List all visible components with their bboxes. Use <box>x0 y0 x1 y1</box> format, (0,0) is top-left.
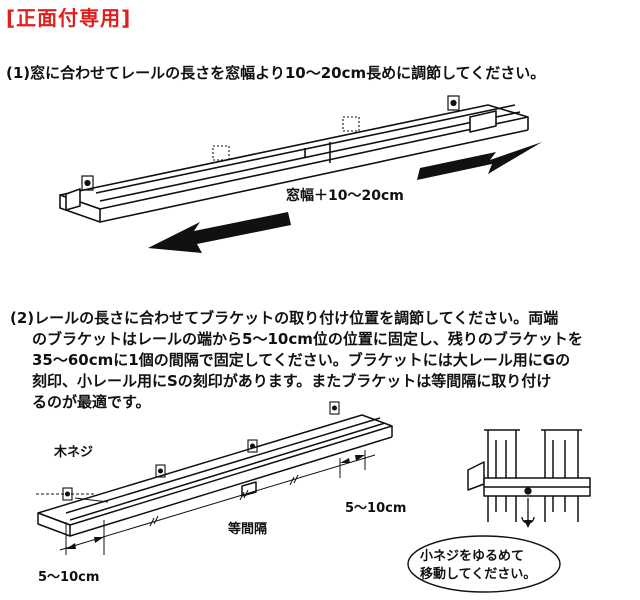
step-2-line-2: のブラケットはレールの端から5～10cm位の位置に固定し、残りのブラケットを <box>32 330 583 348</box>
bracket-marker-3 <box>212 145 230 161</box>
step-2-line-1: (2)レールの長さに合わせてブラケットの取り付け位置を調節してください。両端 <box>10 309 559 327</box>
bracket-adjust-note: 小ネジをゆるめて 移動してください。 <box>420 548 536 584</box>
arrow-left-icon <box>148 212 291 253</box>
window-width-label: 窓幅＋10～20cm <box>286 188 404 204</box>
left-gap-label: 5～10cm <box>38 570 100 585</box>
step-2-line-3: 35～60cmに1個の間隔で固定してください。ブラケットには大レール用にGの <box>32 351 571 369</box>
note-line-2: 移動してください。 <box>420 567 537 582</box>
rail-2 <box>37 414 393 537</box>
note-line-1: 小ネジをゆるめて <box>420 549 525 564</box>
bracket-detail <box>467 429 591 522</box>
spacing-tick-marks <box>149 474 299 527</box>
wood-screw-label: 木ネジ <box>54 445 94 460</box>
page-title: [正面付専用] <box>6 6 132 30</box>
step-2-line-5: るのが最適です。 <box>32 393 151 411</box>
bracket-marker-7 <box>247 439 258 453</box>
dimension-lines <box>36 450 376 555</box>
equal-spacing-label: 等間隔 <box>228 522 268 537</box>
right-gap-label: 5～10cm <box>345 501 407 516</box>
rail-1 <box>59 104 529 223</box>
note-bubble <box>407 535 561 593</box>
step-2-line-4: 刻印、小レール用にSの刻印があります。またブラケットは等間隔に取り付け <box>32 372 552 390</box>
bracket-marker-8 <box>329 401 340 415</box>
bracket-marker-1 <box>81 175 94 191</box>
step-1-instruction: (1)窓に合わせてレールの長さを窓幅より10～20cm長めに調節してください。 <box>6 64 546 82</box>
dimension-arrowheads <box>66 455 365 549</box>
arrow-right-icon <box>417 142 542 180</box>
step-2-instruction: (2)レールの長さに合わせてブラケットの取り付け位置を調節してください。両端 の… <box>10 308 632 413</box>
bracket-marker-4 <box>342 116 360 132</box>
bracket-marker-6 <box>155 464 166 478</box>
bracket-marker-2 <box>447 95 460 111</box>
screw-icon <box>521 487 535 528</box>
